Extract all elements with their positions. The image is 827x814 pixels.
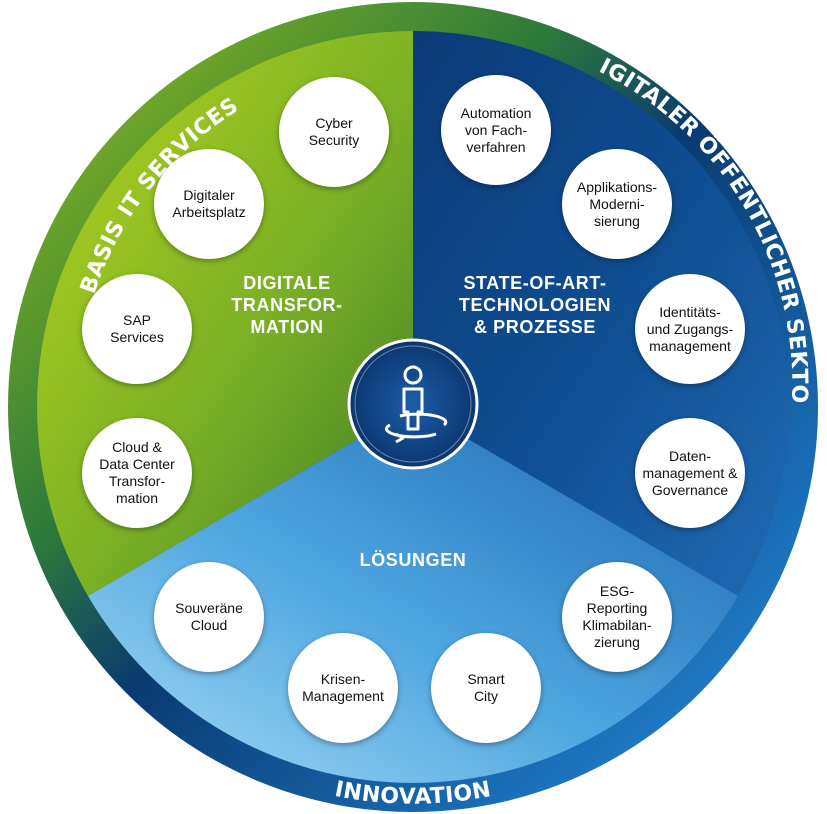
bubble-cyber-security[interactable]: Cyber Security <box>279 77 389 187</box>
bubble-souveraene-cloud[interactable]: Souveräne Cloud <box>154 562 264 672</box>
bubble-smart-city[interactable]: Smart City <box>431 633 541 743</box>
bubble-applikations-modernisierung[interactable]: Applikations- Moderni- sierung <box>562 149 672 259</box>
bubble-automation[interactable]: Automation von Fach- verfahren <box>441 75 551 185</box>
bubble-label: Smart City <box>467 671 505 704</box>
sector-title-state-of-art: STATE-OF-ART- TECHNOLOGIEN & PROZESSE <box>458 273 612 337</box>
bubble-label: Souveräne Cloud <box>175 600 243 633</box>
bubble-label: ESG- Reporting Klimabilan- zierung <box>582 583 652 650</box>
bubble-label: Krisen- Management <box>302 671 384 704</box>
bubble-label: Digitaler Arbeitsplatz <box>172 187 246 220</box>
bubble-label: Daten- management & Governance <box>642 447 738 498</box>
bubble-label: SAP Services <box>110 312 164 345</box>
bubble-label: Automation von Fach- verfahren <box>460 104 532 155</box>
bubble-krisen-management[interactable]: Krisen- Management <box>288 633 398 743</box>
bubble-label: Cloud & Data Center Transfor- mation <box>99 439 175 506</box>
bubble-identitaets-management[interactable]: Identitäts- und Zugangs- management <box>635 274 745 384</box>
bubble-label: Applikations- Moderni- sierung <box>576 178 658 229</box>
bubble-digitaler-arbeitsplatz[interactable]: Digitaler Arbeitsplatz <box>154 149 264 259</box>
bubble-esg-reporting[interactable]: ESG- Reporting Klimabilan- zierung <box>562 562 672 672</box>
bubble-label: Cyber Security <box>308 115 360 148</box>
sector-title-loesungen: LÖSUNGEN <box>359 550 467 570</box>
bubble-datenmanagement[interactable]: Daten- management & Governance <box>635 418 745 528</box>
person-rotate-icon <box>347 338 479 470</box>
sector-title-digitale-transformation: DIGITALE TRANSFOR- MATION <box>231 273 343 337</box>
blue-sector <box>88 407 738 783</box>
bubble-cloud-data-center[interactable]: Cloud & Data Center Transfor- mation <box>82 418 192 528</box>
bubble-label: Identitäts- und Zugangs- management <box>646 303 734 354</box>
bubble-sap-services[interactable]: SAP Services <box>82 274 192 384</box>
